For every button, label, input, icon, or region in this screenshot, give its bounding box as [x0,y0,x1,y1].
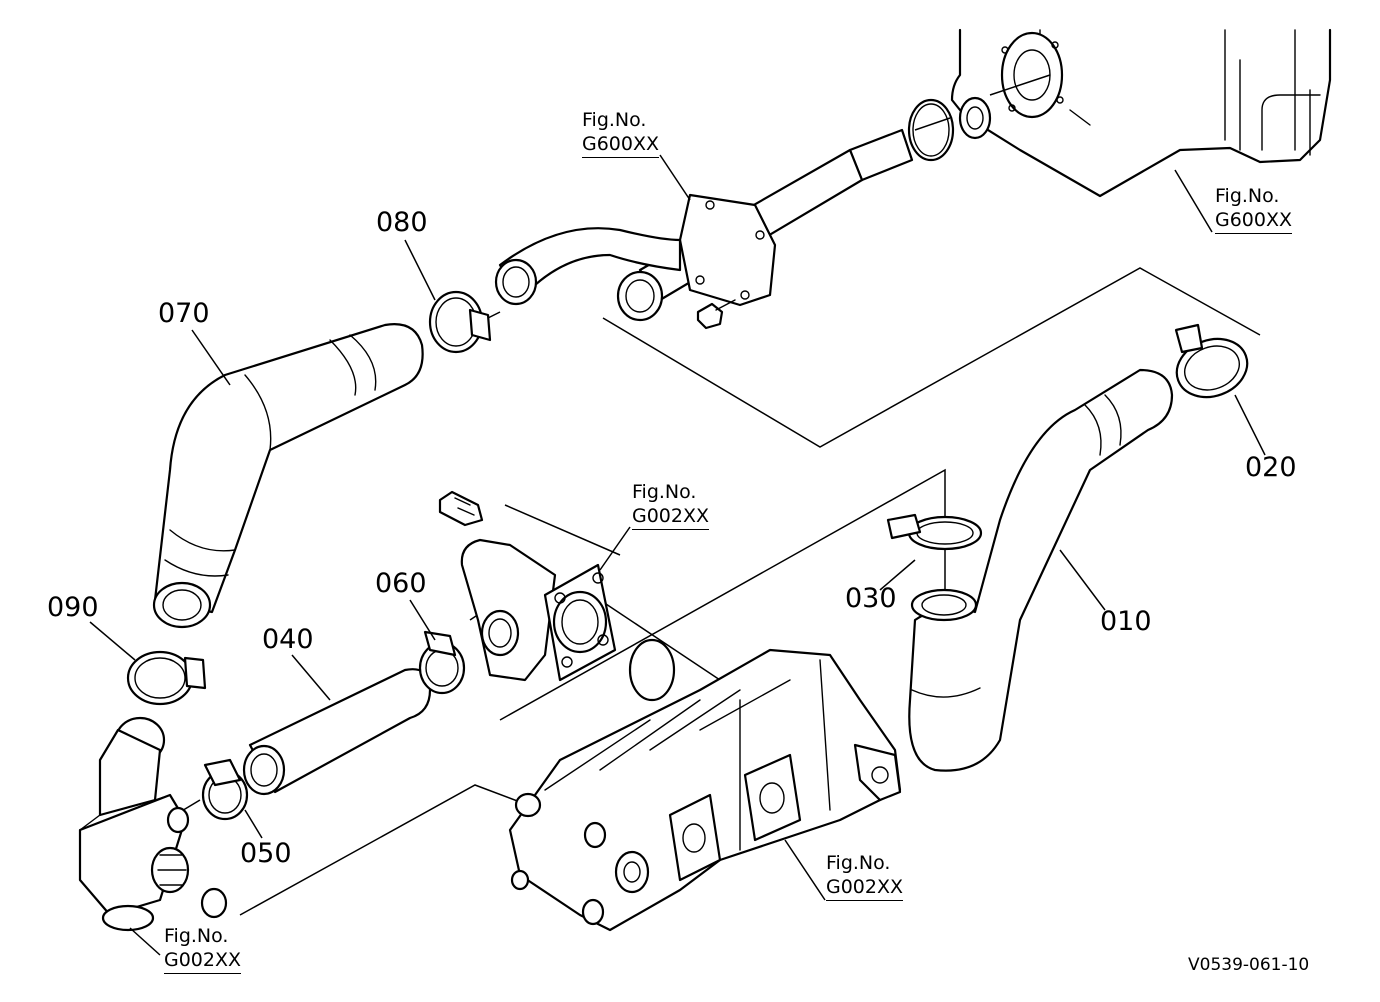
fig-ref-g002-elbow: Fig.No. G002XX [164,924,242,974]
pump-port-flange [743,753,802,842]
fig-ref-code: G002XX [164,948,242,974]
tank-fitting [958,96,992,140]
clamp-020 [1174,323,1249,399]
assembly-lines [174,74,1261,916]
tank-port-flange [1000,31,1064,119]
part-label-030: 030 [845,583,897,614]
o-ring-tank [907,98,955,162]
elbow-fitting [78,716,228,932]
fig-ref-code: G002XX [826,875,904,901]
fig-ref-line1: Fig.No. [632,481,697,503]
hose-010 [908,368,1174,772]
fig-ref-g600-top: Fig.No. G600XX [582,108,660,158]
clamp-090 [126,650,207,706]
part-label-070: 070 [158,298,210,329]
callout-leaders [89,154,1266,956]
part-label-050: 050 [240,838,292,869]
hose-040 [242,668,432,796]
o-ring-elbow [200,887,228,919]
flange-bolt [696,299,736,330]
fig-ref-line1: Fig.No. [826,852,891,874]
fig-ref-code: G600XX [1215,208,1293,234]
part-label-060: 060 [375,568,427,599]
fig-ref-line1: Fig.No. [1215,185,1280,207]
o-ring-tee [628,638,676,702]
hydraulic-tank [950,28,1332,198]
clamp-080 [428,290,492,354]
fig-ref-line1: Fig.No. [164,925,229,947]
pipe-elbow [498,227,682,302]
part-label-010: 010 [1100,606,1152,637]
fig-ref-line1: Fig.No. [582,109,647,131]
fig-ref-g600-right: Fig.No. G600XX [1215,184,1293,234]
fig-ref-code: G600XX [582,132,660,158]
hose-070 [152,323,424,629]
part-label-090: 090 [47,592,99,623]
drawing-id: V0539-061-10 [1188,955,1310,975]
hydraulic-pump [508,648,902,932]
clamp-060 [418,630,466,695]
clamp-050 [201,758,249,821]
suction-pipe [494,98,955,330]
part-label-080: 080 [376,207,428,238]
tee-fitting [438,490,676,702]
fig-ref-g002-center: Fig.No. G002XX [632,480,710,530]
part-label-040: 040 [262,624,314,655]
fig-ref-code: G002XX [632,504,710,530]
fig-ref-g002-pump: Fig.No. G002XX [826,851,904,901]
part-label-020: 020 [1245,452,1297,483]
clamp-030 [886,513,983,551]
